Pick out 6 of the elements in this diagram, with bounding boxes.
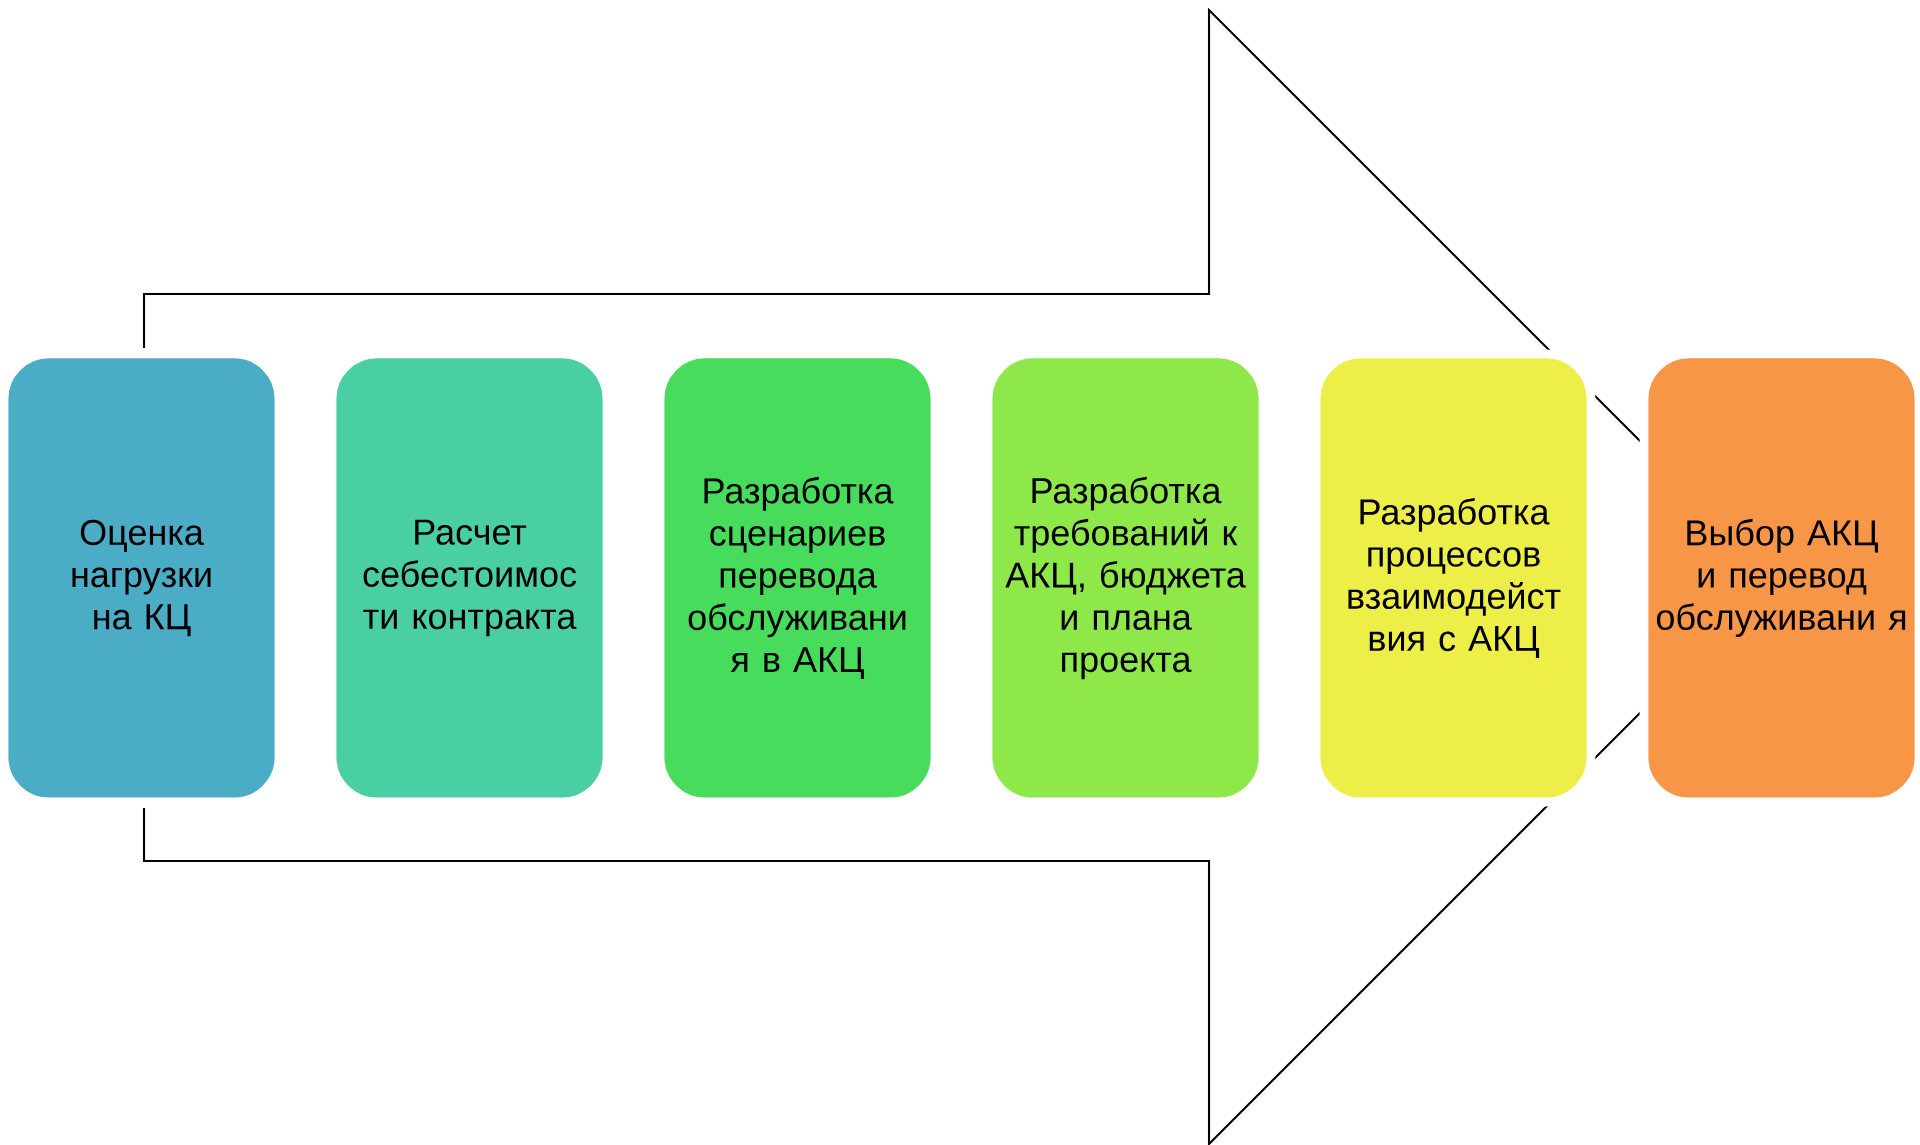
process-box: Расчет себестоимос ти контракта <box>327 349 612 807</box>
process-box: Выбор АКЦ и перевод обслуживани я <box>1639 349 1920 807</box>
process-box: Разработка требований к АКЦ, бюджета и плана проекта <box>983 349 1268 807</box>
process-box: Оценка нагрузки на КЦ <box>0 349 284 807</box>
process-box: Разработка сценариев перевода обслуживани я в АКЦ <box>655 349 940 807</box>
process-box: Разработка процессов взаимодейст вия с АКЦ <box>1311 349 1596 807</box>
